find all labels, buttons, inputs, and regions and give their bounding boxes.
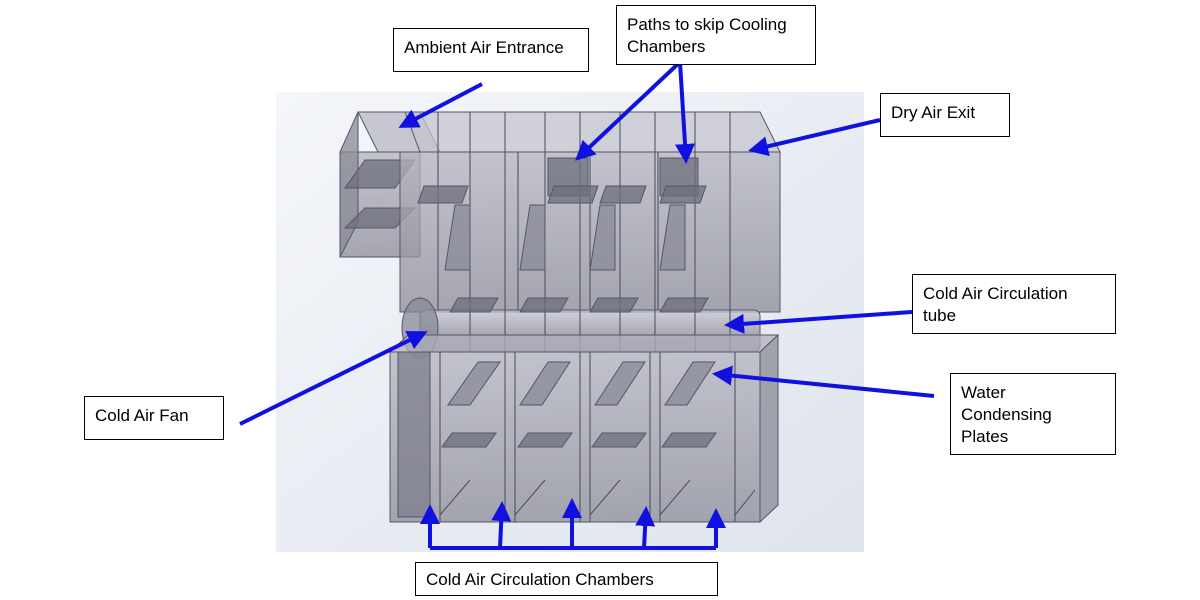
arrow-skip-path-1 — [575, 60, 682, 161]
arrow-water-condensing — [712, 365, 935, 398]
label-ambient-air-entrance: Ambient Air Entrance — [393, 28, 589, 72]
lower-box-side — [759, 333, 779, 524]
fan-housing — [397, 351, 431, 518]
arrow-dry-air-exit — [748, 118, 881, 157]
tube-top-plates — [449, 297, 709, 313]
chamber-floor-lines — [439, 479, 756, 516]
arrow-circulation-tube — [724, 310, 913, 334]
arrow-cold-air-fan — [239, 331, 428, 426]
dehumidifier-model — [339, 111, 781, 524]
label-paths-to-skip-line2: Chambers — [627, 37, 706, 56]
arrow-chamber-2 — [491, 501, 512, 549]
label-water-condensing-plates: Water Condensing Plates — [950, 373, 1116, 455]
label-cold-air-circulation-tube: Cold Air Circulation tube — [912, 274, 1116, 334]
label-cold-air-fan-text: Cold Air Fan — [95, 406, 189, 425]
label-ambient-air-entrance-text: Ambient Air Entrance — [404, 38, 564, 57]
label-paths-to-skip-line1: Paths to skip Cooling — [627, 15, 787, 34]
label-paths-to-skip: Paths to skip Cooling Chambers — [616, 5, 816, 65]
label-water-condensing-line2: Condensing — [961, 405, 1052, 424]
lower-angled-plates — [447, 361, 716, 406]
arrow-skip-path-2 — [675, 61, 696, 164]
label-dry-air-exit-text: Dry Air Exit — [891, 103, 976, 122]
label-cold-air-circulation-chambers: Cold Air Circulation Chambers — [415, 562, 718, 596]
label-water-condensing-line3: Plates — [961, 427, 1009, 446]
arrow-ambient-air — [398, 82, 483, 128]
annotation-arrows — [239, 60, 935, 550]
lower-horizontal-plates — [441, 432, 717, 448]
lower-dividers — [439, 352, 736, 522]
arrow-chamber-4 — [635, 506, 656, 549]
upper-horizontal-plates — [417, 185, 707, 204]
label-cold-air-circulation-tube-line1: Cold Air Circulation — [923, 284, 1068, 303]
label-cold-air-circulation-chambers-text: Cold Air Circulation Chambers — [426, 570, 654, 589]
label-cold-air-circulation-tube-line2: tube — [923, 306, 957, 325]
lower-box-top — [388, 334, 780, 353]
label-dry-air-exit: Dry Air Exit — [880, 93, 1010, 137]
label-water-condensing-line1: Water — [961, 383, 1006, 402]
label-cold-air-fan: Cold Air Fan — [84, 396, 224, 440]
upper-angled-plates — [444, 204, 686, 271]
